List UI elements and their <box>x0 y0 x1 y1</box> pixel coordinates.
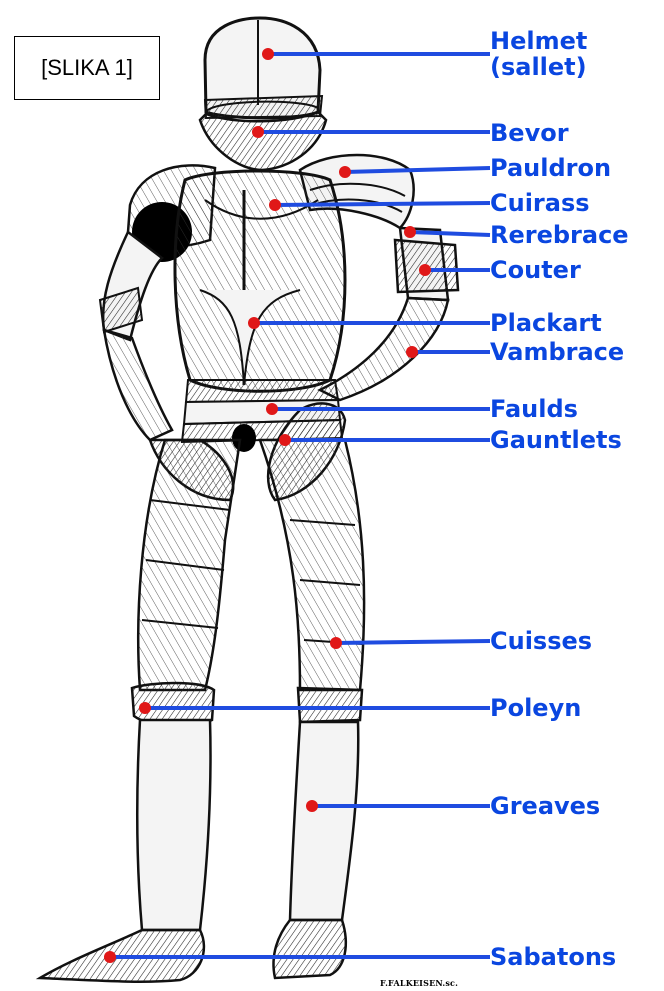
label-faulds: Faulds <box>490 396 578 422</box>
label-couter: Couter <box>490 257 581 283</box>
label-helmet: Helmet (sallet) <box>490 28 587 80</box>
label-cuisses: Cuisses <box>490 628 592 654</box>
bevor-marker-dot <box>252 126 264 138</box>
label-vambrace: Vambrace <box>490 339 624 365</box>
label-cuirass: Cuirass <box>490 190 590 216</box>
plackart-marker-dot <box>248 317 260 329</box>
poleyn-marker-dot <box>139 702 151 714</box>
label-rerebrace: Rerebrace <box>490 222 629 248</box>
label-bevor: Bevor <box>490 120 569 146</box>
label-greaves: Greaves <box>490 793 600 819</box>
cuirass-leader-line <box>275 203 490 205</box>
sabatons-marker-dot <box>104 951 116 963</box>
helmet-marker-dot <box>262 48 274 60</box>
label-poleyn: Poleyn <box>490 695 581 721</box>
cuisses-marker-dot <box>330 637 342 649</box>
figure-label: [SLIKA 1] <box>41 55 133 81</box>
helmet-shape <box>205 18 322 118</box>
faulds-marker-dot <box>266 403 278 415</box>
label-sabatons: Sabatons <box>490 944 616 970</box>
label-gauntlets: Gauntlets <box>490 427 622 453</box>
gauntlets-marker-dot <box>279 434 291 446</box>
greaves-marker-dot <box>306 800 318 812</box>
cuirass-marker-dot <box>269 199 281 211</box>
bevor-shape <box>200 112 326 170</box>
label-plackart: Plackart <box>490 310 602 336</box>
vambrace-marker-dot <box>406 346 418 358</box>
couter-marker-dot <box>419 264 431 276</box>
figure-label-box: [SLIKA 1] <box>14 36 160 100</box>
label-helmet-line-2: (sallet) <box>490 54 587 80</box>
label-helmet-line-1: Helmet <box>490 28 587 54</box>
rerebrace-marker-dot <box>404 226 416 238</box>
cuisses-leader-line <box>336 641 490 643</box>
label-pauldron: Pauldron <box>490 155 611 181</box>
artist-signature: F.FALKEISEN.sc. <box>380 978 458 988</box>
pauldron-marker-dot <box>339 166 351 178</box>
